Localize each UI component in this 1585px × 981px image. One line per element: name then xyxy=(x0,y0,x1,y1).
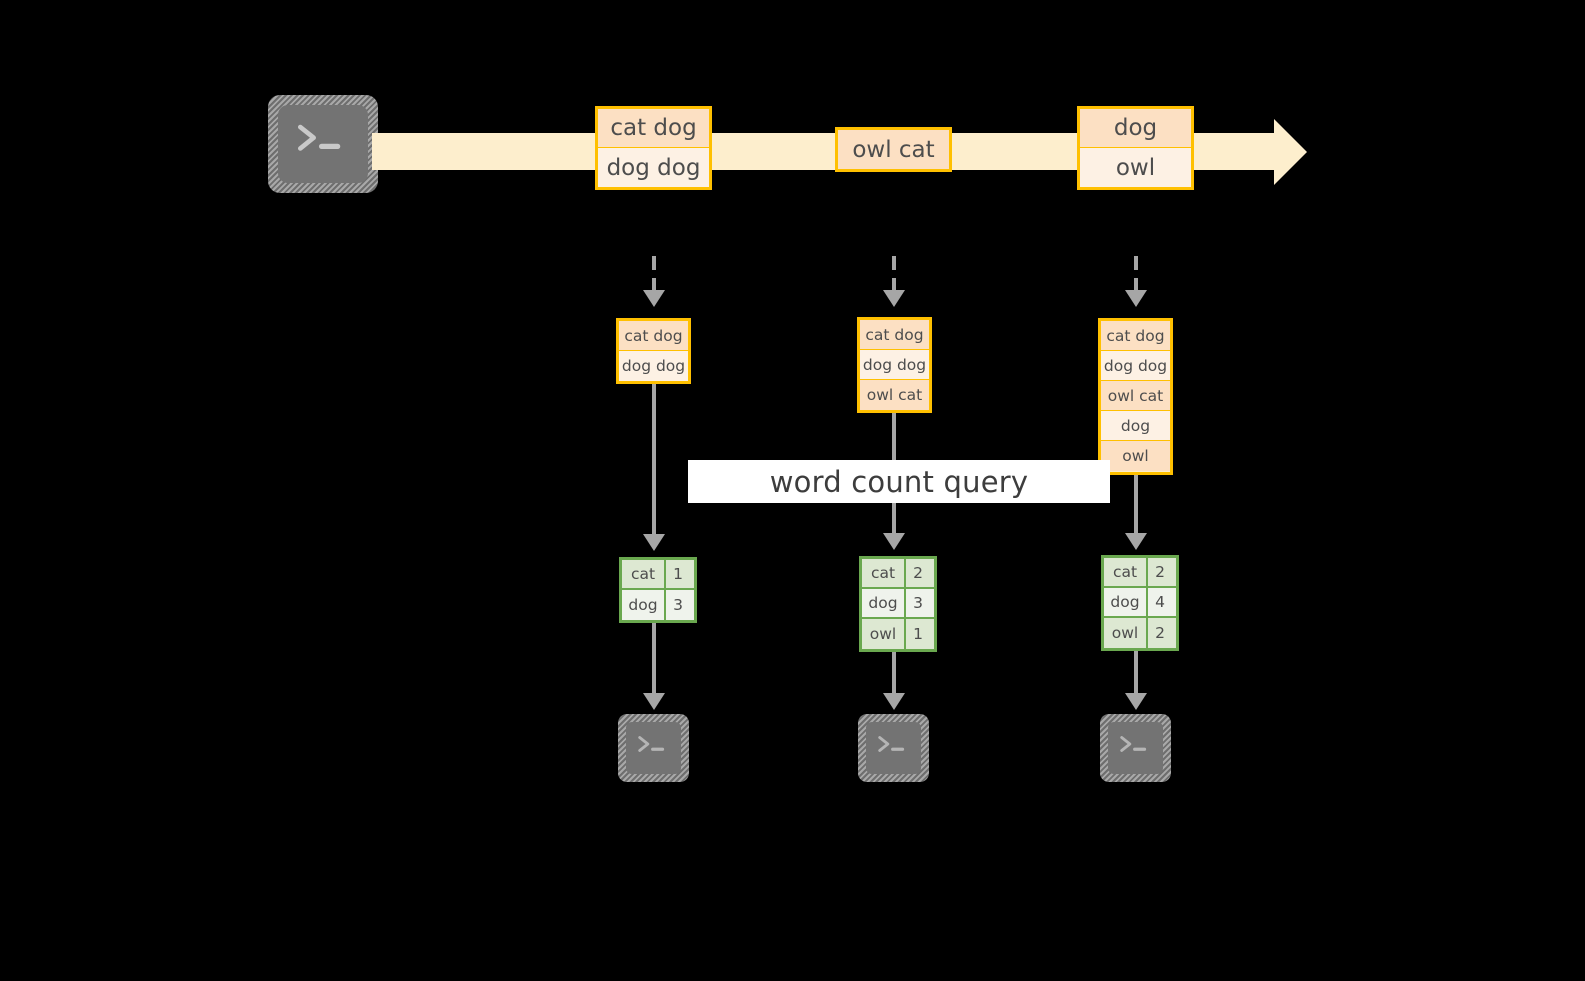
result-word: cat xyxy=(862,559,906,587)
terminal-screen xyxy=(278,105,368,183)
stream-record-line: dog xyxy=(1080,109,1191,148)
batch-input-line: dog xyxy=(1101,411,1170,441)
dashed-down-arrow-icon-batch-1 xyxy=(652,256,656,292)
result-count: 2 xyxy=(913,564,923,582)
down-arrow-line-batch-1-sink xyxy=(652,623,656,695)
batch-input-line: cat dog xyxy=(619,321,688,351)
result-word: dog xyxy=(622,590,666,620)
batch-input-line: dog dog xyxy=(860,350,929,380)
batch-3-input-box: cat dog dog dog owl cat dog owl xyxy=(1098,318,1173,475)
result-word: dog xyxy=(1104,588,1148,616)
table-row: dog 3 xyxy=(622,590,694,620)
table-row: cat 2 xyxy=(862,559,934,589)
down-arrow-line-batch-3 xyxy=(1134,475,1138,535)
dashed-down-arrow-icon-batch-3 xyxy=(1134,256,1138,292)
result-count: 3 xyxy=(673,596,683,614)
result-count: 4 xyxy=(1155,593,1165,611)
batch-2-input-box: cat dog dog dog owl cat xyxy=(857,317,932,413)
result-word: dog xyxy=(862,589,906,617)
result-count: 2 xyxy=(1155,624,1165,642)
batch-input-line: owl cat xyxy=(1101,381,1170,411)
batch-1-input-box: cat dog dog dog xyxy=(616,318,691,384)
batch-2-result-table: cat 2 dog 3 owl 1 xyxy=(859,556,937,652)
terminal-icon-sink-batch-2 xyxy=(858,714,929,782)
down-arrow-icon-batch-1-sink xyxy=(643,693,665,710)
result-word: owl xyxy=(1104,618,1148,648)
stream-arrow-icon xyxy=(1274,119,1307,185)
terminal-prompt-icon xyxy=(297,125,340,152)
terminal-screen xyxy=(626,722,681,774)
terminal-prompt-icon xyxy=(877,736,904,753)
terminal-prompt-icon xyxy=(637,736,664,753)
table-row: owl 1 xyxy=(862,619,934,649)
table-row: dog 4 xyxy=(1104,588,1176,618)
result-word: cat xyxy=(622,560,666,588)
stream-record-line: dog dog xyxy=(598,148,709,187)
terminal-screen xyxy=(866,722,921,774)
batch-input-line: cat dog xyxy=(1101,321,1170,351)
batch-input-line: owl xyxy=(1101,441,1170,471)
down-arrow-icon-batch-3-sink xyxy=(1125,693,1147,710)
stream-record-line: owl xyxy=(1080,148,1191,187)
dashed-down-arrow-head-batch-3 xyxy=(1125,290,1147,307)
down-arrow-icon-batch-1-result xyxy=(643,534,665,551)
dashed-down-arrow-icon-batch-2 xyxy=(892,256,896,292)
stream-record-2: owl cat xyxy=(835,127,952,172)
result-count: 1 xyxy=(673,565,683,583)
terminal-prompt-icon xyxy=(1119,736,1146,753)
down-arrow-line-batch-2-sink xyxy=(892,652,896,695)
batch-input-line: dog dog xyxy=(1101,351,1170,381)
table-row: cat 1 xyxy=(622,560,694,590)
batch-3-result-table: cat 2 dog 4 owl 2 xyxy=(1101,555,1179,651)
down-arrow-icon-batch-2-result xyxy=(883,533,905,550)
banner-text: word count query xyxy=(769,464,1029,499)
terminal-icon-sink-batch-3 xyxy=(1100,714,1171,782)
result-word: owl xyxy=(862,619,906,649)
result-count: 3 xyxy=(913,594,923,612)
stream-record-line: cat dog xyxy=(598,109,709,148)
dashed-down-arrow-head-batch-1 xyxy=(643,290,665,307)
batch-input-line: dog dog xyxy=(619,351,688,381)
down-arrow-icon-batch-2-sink xyxy=(883,693,905,710)
down-arrow-line-batch-1 xyxy=(652,384,656,536)
stream-record-3: dog owl xyxy=(1077,106,1194,190)
result-count: 1 xyxy=(913,625,923,643)
table-row: dog 3 xyxy=(862,589,934,619)
table-row: owl 2 xyxy=(1104,618,1176,648)
batch-1-result-table: cat 1 dog 3 xyxy=(619,557,697,623)
dashed-down-arrow-head-batch-2 xyxy=(883,290,905,307)
terminal-screen xyxy=(1108,722,1163,774)
stream-record-1: cat dog dog dog xyxy=(595,106,712,190)
down-arrow-icon-batch-3-result xyxy=(1125,533,1147,550)
table-row: cat 2 xyxy=(1104,558,1176,588)
result-count: 2 xyxy=(1155,563,1165,581)
terminal-icon-source xyxy=(268,95,378,193)
result-word: cat xyxy=(1104,558,1148,586)
batch-input-line: cat dog xyxy=(860,320,929,350)
batch-input-line: owl cat xyxy=(860,380,929,410)
down-arrow-line-batch-3-sink xyxy=(1134,651,1138,695)
stream-record-line: owl cat xyxy=(838,130,949,169)
word-count-query-label: word count query xyxy=(688,460,1110,503)
terminal-icon-sink-batch-1 xyxy=(618,714,689,782)
